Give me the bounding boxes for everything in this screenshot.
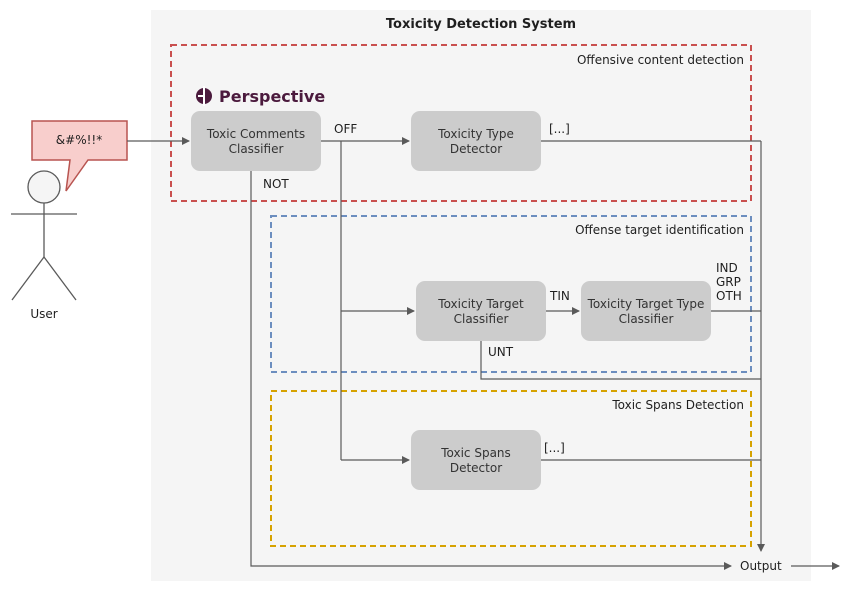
node-spans-detector-line1: Toxic Spans bbox=[440, 446, 511, 460]
node-target-type-line1: Toxicity Target Type bbox=[587, 297, 705, 311]
edge-label-tin: TIN bbox=[549, 289, 570, 303]
region-spans-border bbox=[270, 390, 752, 547]
user-speech-text: &#%!!* bbox=[56, 133, 102, 147]
edge-unt bbox=[480, 341, 761, 380]
connectors bbox=[127, 137, 840, 570]
region-target-label: Offense target identification bbox=[575, 223, 744, 237]
region-spans-label: Toxic Spans Detection bbox=[611, 398, 744, 412]
edge-label-grp: GRP bbox=[716, 275, 741, 289]
node-toxicity-type-detector: Toxicity Type Detector bbox=[411, 111, 541, 171]
node-type-detector-line2: Detector bbox=[450, 142, 502, 156]
output-label: Output bbox=[740, 559, 782, 573]
region-offensive-border bbox=[170, 44, 752, 202]
node-toxic-spans-detector: Toxic Spans Detector bbox=[411, 430, 541, 490]
user-speech-bubble bbox=[31, 120, 128, 192]
user-label: User bbox=[30, 307, 57, 321]
region-offensive-label: Offensive content detection bbox=[577, 53, 744, 67]
edge-label-type-more: [...] bbox=[549, 122, 570, 136]
edge-label-spans-more: [...] bbox=[544, 441, 565, 455]
user-actor-icon bbox=[11, 170, 77, 301]
node-toxic-comments-classifier: Toxic Comments Classifier bbox=[191, 111, 321, 171]
node-type-detector-line1: Toxicity Type bbox=[437, 127, 514, 141]
edge-label-ind: IND bbox=[716, 261, 738, 275]
edge-label-unt: UNT bbox=[488, 345, 514, 359]
node-toxic-comments-line2: Classifier bbox=[229, 142, 284, 156]
system-title: Toxicity Detection System bbox=[386, 17, 576, 32]
node-target-classifier-line1: Toxicity Target bbox=[437, 297, 524, 311]
edge-label-off: OFF bbox=[334, 122, 357, 136]
edge-not-to-output bbox=[250, 171, 732, 570]
node-toxic-comments-line1: Toxic Comments bbox=[206, 127, 305, 141]
perspective-logo-icon bbox=[196, 86, 212, 106]
node-target-classifier-line2: Classifier bbox=[454, 312, 509, 326]
edge-label-oth: OTH bbox=[716, 289, 742, 303]
node-target-type-line2: Classifier bbox=[619, 312, 674, 326]
node-toxicity-target-classifier: Toxicity Target Classifier bbox=[416, 281, 546, 341]
region-target-border bbox=[270, 215, 752, 373]
edge-label-not: NOT bbox=[263, 177, 289, 191]
perspective-brand: Perspective bbox=[219, 87, 325, 106]
node-spans-detector-line2: Detector bbox=[450, 461, 502, 475]
node-toxicity-target-type-classifier: Toxicity Target Type Classifier bbox=[581, 281, 711, 341]
